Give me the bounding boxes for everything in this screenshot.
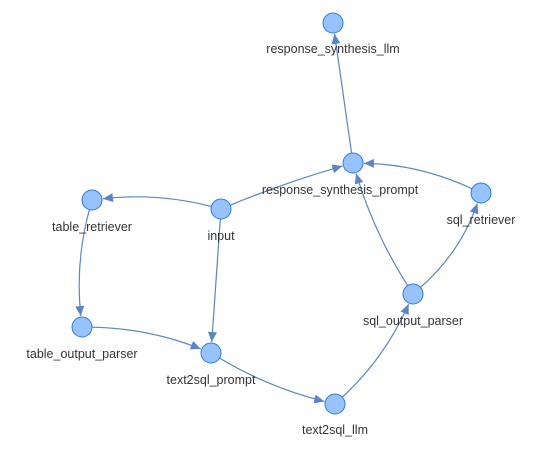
node-circle-sql_output_parser[interactable] [402, 283, 424, 305]
edge-text2sql_prompt-to-text2sql_llm [219, 357, 325, 402]
node-label-response_synthesis_prompt: response_synthesis_prompt [262, 183, 419, 197]
arrowhead-input-to-text2sql_prompt [207, 331, 217, 343]
arrowhead-sql_output_parser-to-sql_retriever [469, 203, 479, 215]
arrowhead-text2sql_prompt-to-text2sql_llm [313, 394, 325, 404]
node-label-text2sql_llm: text2sql_llm [302, 423, 368, 437]
nodes-layer: response_synthesis_llm response_synthesis… [26, 12, 516, 437]
arrowhead-input-to-response_synthesis_prompt [331, 164, 343, 174]
node-response_synthesis_prompt[interactable]: response_synthesis_prompt [262, 152, 419, 197]
node-table_output_parser[interactable]: table_output_parser [26, 316, 138, 361]
edges-layer [75, 33, 479, 404]
node-sql_retriever[interactable]: sql_retriever [447, 182, 516, 227]
edge-input-to-response_synthesis_prompt [230, 165, 343, 206]
node-label-text2sql_prompt: text2sql_prompt [167, 373, 256, 387]
arrowhead-sql_retriever-to-response_synthesis_prompt [363, 158, 375, 168]
node-label-table_output_parser: table_output_parser [26, 347, 137, 361]
node-circle-table_output_parser[interactable] [71, 316, 93, 338]
node-label-table_retriever: table_retriever [52, 220, 132, 234]
node-circle-response_synthesis_prompt[interactable] [342, 152, 364, 174]
edge-sql_output_parser-to-sql_retriever [420, 203, 478, 288]
arrowhead-sql_output_parser-to-response_synthesis_prompt [354, 173, 364, 185]
edge-text2sql_llm-to-sql_output_parser [341, 303, 410, 398]
node-circle-table_retriever[interactable] [81, 189, 103, 211]
node-input[interactable]: input [207, 198, 235, 243]
arrowhead-input-to-table_retriever [102, 193, 114, 203]
edge-sql_output_parser-to-response_synthesis_prompt [355, 173, 409, 286]
arrowhead-table_retriever-to-table_output_parser [75, 305, 85, 317]
node-circle-text2sql_prompt[interactable] [200, 342, 222, 364]
node-sql_output_parser[interactable]: sql_output_parser [363, 283, 463, 328]
arrowhead-text2sql_llm-to-sql_output_parser [400, 304, 409, 316]
arrowhead-response_synthesis_prompt-to-response_synthesis_llm [331, 33, 341, 45]
edge-table_output_parser-to-text2sql_prompt [91, 326, 202, 350]
node-response_synthesis_llm[interactable]: response_synthesis_llm [266, 12, 400, 56]
edge-sql_retriever-to-response_synthesis_prompt [363, 162, 473, 190]
node-circle-response_synthesis_llm[interactable] [322, 12, 344, 34]
node-circle-input[interactable] [210, 198, 232, 220]
node-label-response_synthesis_llm: response_synthesis_llm [266, 42, 399, 56]
node-text2sql_llm[interactable]: text2sql_llm [302, 393, 368, 437]
edge-response_synthesis_prompt-to-response_synthesis_llm [333, 33, 353, 154]
node-table_retriever[interactable]: table_retriever [52, 189, 132, 234]
edge-input-to-text2sql_prompt [211, 218, 221, 343]
arrowhead-table_output_parser-to-text2sql_prompt [189, 341, 201, 350]
node-label-sql_output_parser: sql_output_parser [363, 314, 463, 328]
edge-input-to-table_retriever [102, 196, 212, 208]
edge-table_retriever-to-table_output_parser [78, 209, 90, 317]
node-label-sql_retriever: sql_retriever [447, 213, 516, 227]
node-label-input: input [207, 229, 235, 243]
node-text2sql_prompt[interactable]: text2sql_prompt [167, 342, 256, 387]
node-circle-sql_retriever[interactable] [470, 182, 492, 204]
node-circle-text2sql_llm[interactable] [324, 393, 346, 415]
